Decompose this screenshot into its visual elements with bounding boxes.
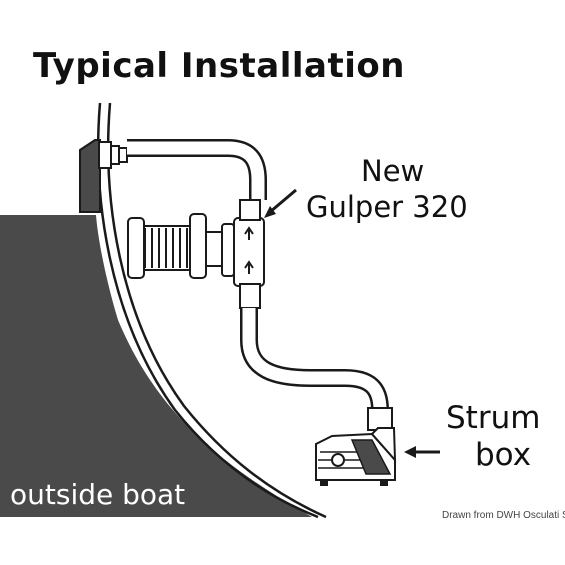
through-hull-fitting bbox=[98, 141, 128, 169]
strum-box bbox=[315, 407, 397, 486]
outside-boat-label: outside boat bbox=[10, 478, 186, 511]
hull-inner-line bbox=[106, 102, 327, 519]
gulper-pump bbox=[127, 199, 265, 309]
strum-label-line1: Strum bbox=[446, 400, 541, 436]
pump-label-line2: Gulper 320 bbox=[306, 190, 468, 224]
credit-text: Drawn from DWH Osculati SpA bbox=[442, 510, 565, 521]
strum-pointer-arrow bbox=[404, 446, 440, 458]
outside-boat-area bbox=[0, 215, 312, 517]
hull-block bbox=[79, 139, 101, 213]
suction-hose-inner bbox=[242, 308, 387, 411]
discharge-hose-inner bbox=[127, 141, 265, 200]
pump-pointer-arrow bbox=[264, 188, 297, 218]
strum-label-line2: box bbox=[475, 437, 532, 473]
suction-hose bbox=[240, 308, 389, 411]
diagram-title: Typical Installation bbox=[33, 46, 405, 86]
pump-label-line1: New bbox=[361, 154, 425, 188]
